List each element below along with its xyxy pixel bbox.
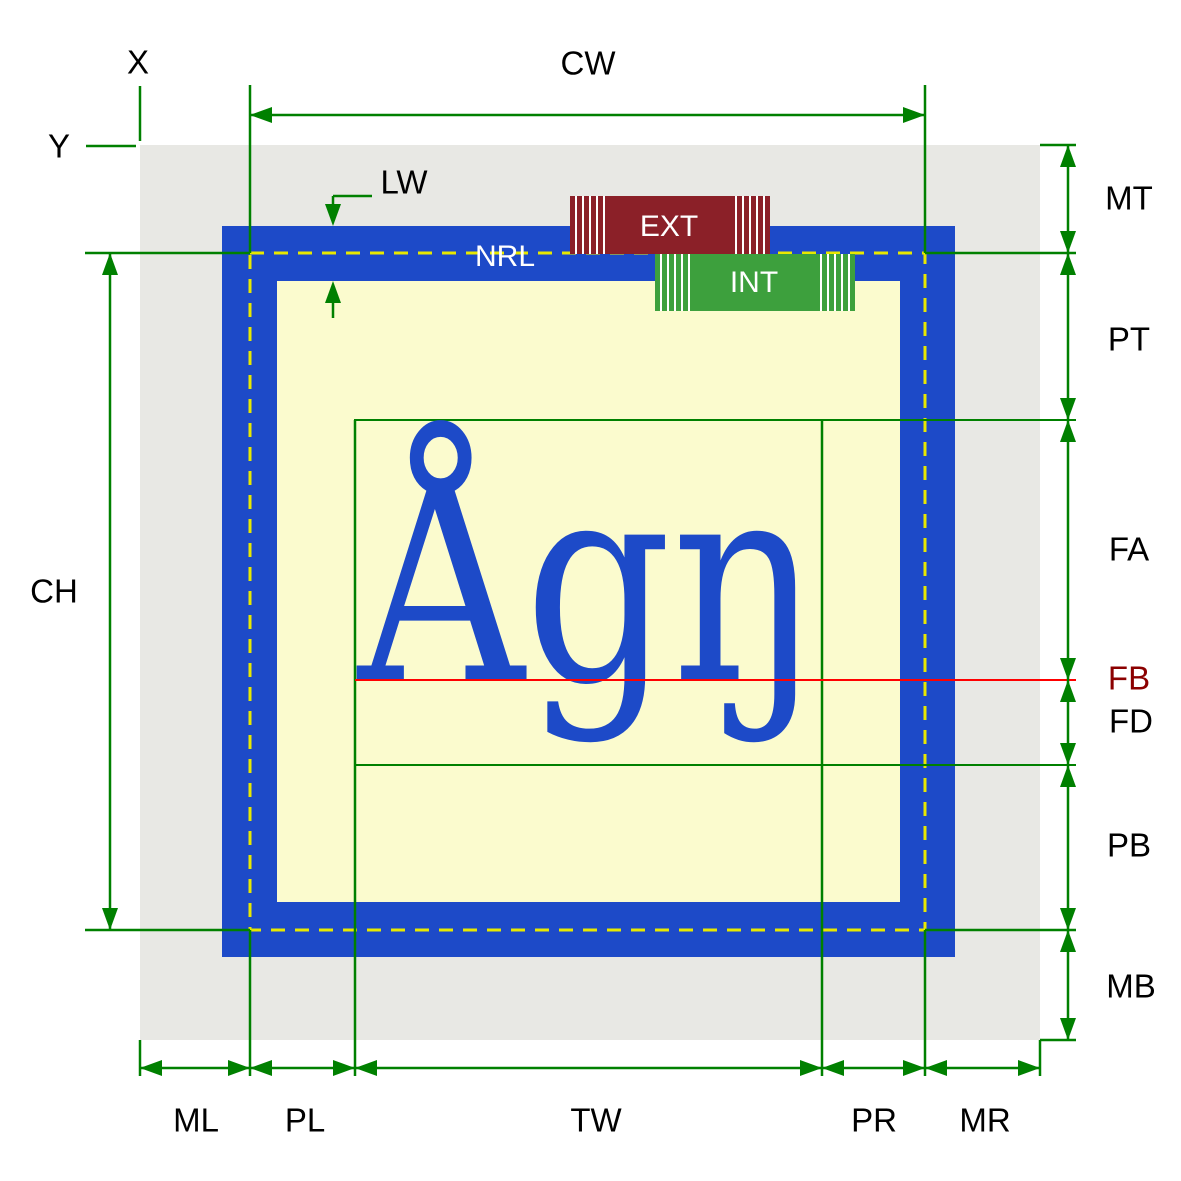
label-mb: MB bbox=[1106, 967, 1156, 1005]
int-box bbox=[655, 254, 855, 311]
label-mr: MR bbox=[959, 1101, 1011, 1139]
label-ext: EXT bbox=[639, 210, 699, 243]
label-ml: ML bbox=[173, 1101, 219, 1139]
ext-box bbox=[570, 196, 770, 254]
label-nrl: NRL bbox=[474, 240, 536, 273]
label-lw: LW bbox=[380, 163, 428, 201]
label-fa: FA bbox=[1108, 530, 1150, 568]
label-fb: FB bbox=[1107, 659, 1151, 697]
sample-glyphs: Ågŋ bbox=[354, 418, 820, 748]
label-pr: PR bbox=[851, 1101, 897, 1139]
extension-lines bbox=[85, 85, 1076, 1076]
box-areas bbox=[140, 145, 1040, 1040]
label-x: X bbox=[126, 43, 150, 81]
label-pb: PB bbox=[1106, 826, 1152, 864]
label-mt: MT bbox=[1105, 179, 1153, 217]
label-pt: PT bbox=[1107, 320, 1151, 358]
label-y: Y bbox=[47, 127, 71, 165]
label-cw: CW bbox=[560, 44, 616, 82]
padding-box bbox=[277, 281, 900, 902]
label-fd: FD bbox=[1109, 702, 1153, 740]
label-tw: TW bbox=[570, 1101, 622, 1139]
label-ch: CH bbox=[30, 572, 78, 610]
label-int: INT bbox=[729, 266, 779, 299]
dimension-arrows bbox=[102, 107, 1076, 1076]
label-pl: PL bbox=[284, 1101, 326, 1139]
